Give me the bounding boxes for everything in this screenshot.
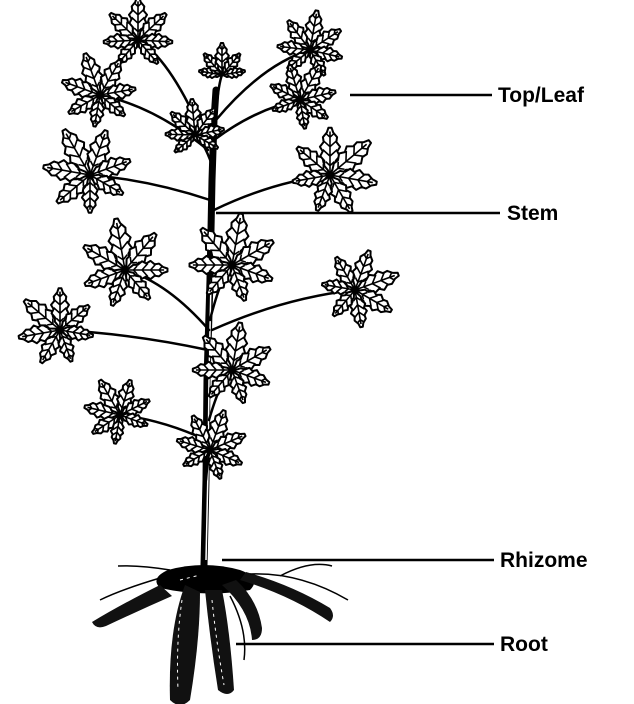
leaf — [42, 124, 133, 212]
tuber-root-1 — [170, 585, 200, 704]
label-rhizome: Rhizome — [500, 550, 588, 571]
leaf — [175, 407, 248, 480]
leaf — [190, 212, 278, 303]
leaf — [291, 128, 378, 217]
leaf — [79, 217, 167, 308]
tuber-root-2 — [205, 590, 234, 694]
leaf — [103, 0, 172, 68]
leaf — [321, 248, 402, 329]
label-stem: Stem — [507, 203, 558, 224]
label-top-leaf: Top/Leaf — [498, 85, 584, 106]
leaf — [268, 61, 338, 130]
leaf — [198, 43, 245, 80]
label-root: Root — [500, 634, 548, 655]
leaf — [83, 376, 153, 445]
leaf — [277, 9, 345, 78]
tuber-root-4 — [92, 585, 172, 627]
root-system — [92, 564, 348, 704]
leaf — [17, 288, 94, 366]
